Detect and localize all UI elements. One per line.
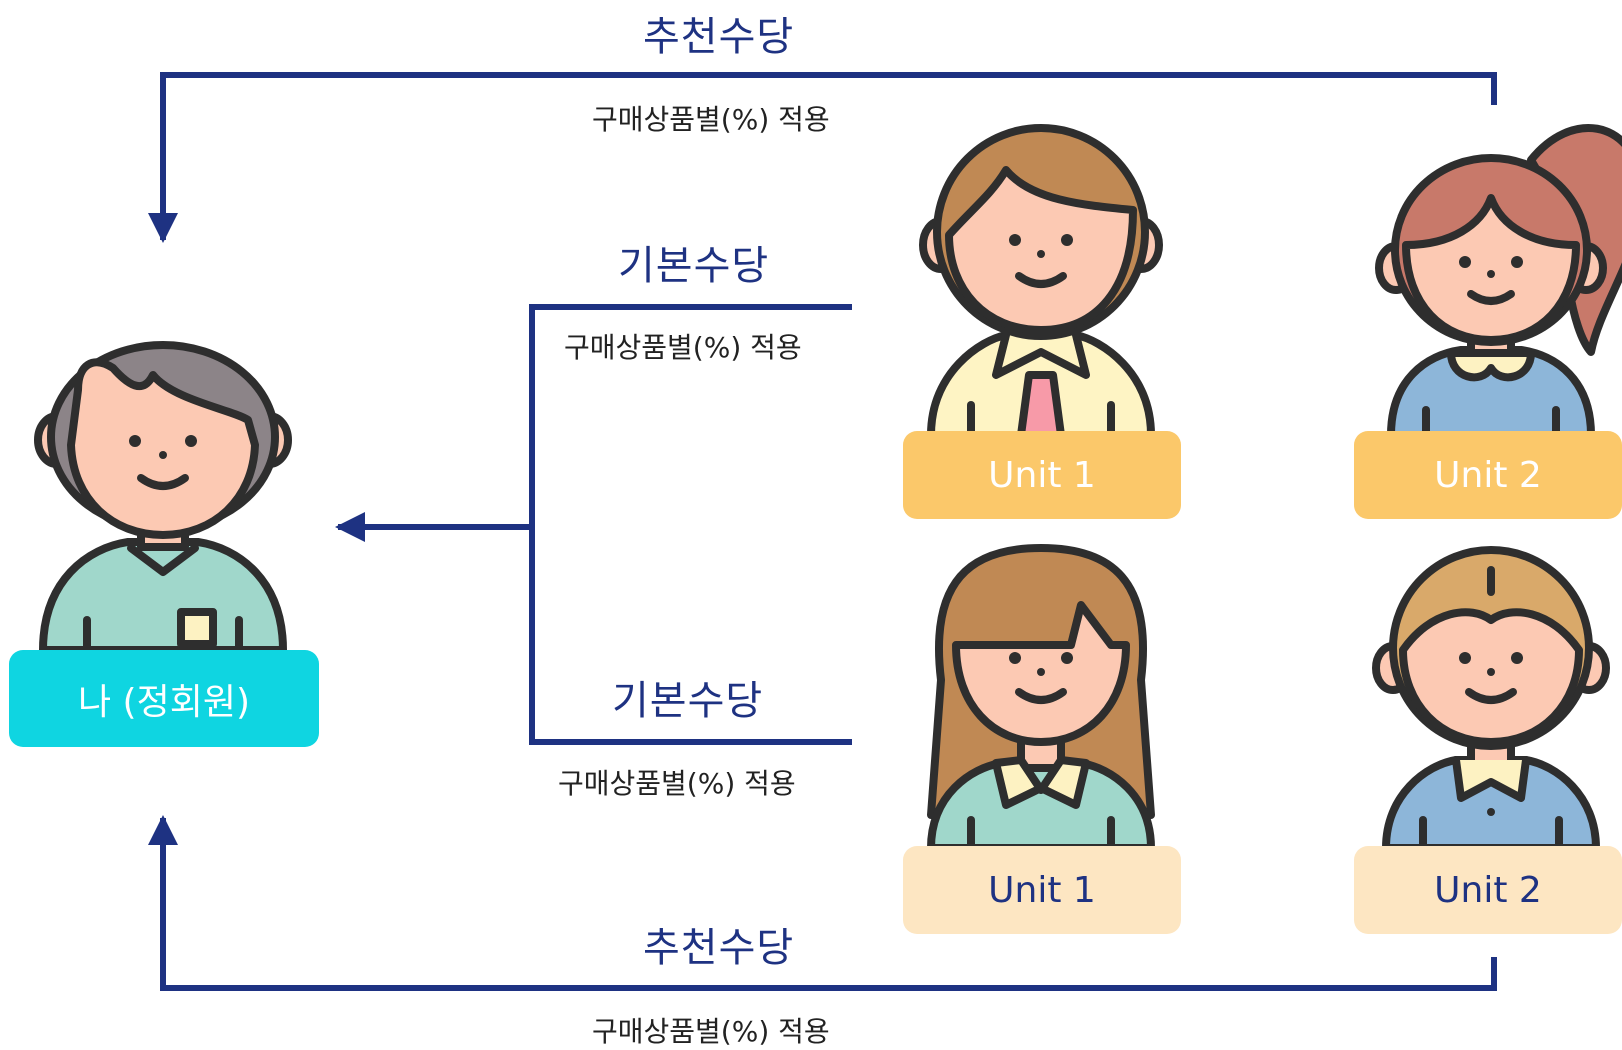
unit2-bottom-card: Unit 2 (1354, 846, 1622, 934)
girl-long-hair-avatar-icon (927, 544, 1155, 852)
referral-bottom-title: 추천수당 (643, 925, 795, 971)
unit2-top-card: Unit 2 (1354, 431, 1622, 519)
boy-tie-avatar-icon (919, 124, 1163, 439)
basic-bottom-title: 기본수당 (612, 678, 764, 724)
unit1-top-card: Unit 1 (903, 431, 1181, 519)
basic-top-note: 구매상품별(%) 적용 (564, 331, 802, 364)
referral-top-note: 구매상품별(%) 적용 (592, 103, 830, 136)
basic-bracket-connector (335, 304, 852, 745)
me-card: 나 (정회원) (9, 650, 319, 747)
unit2-top-label: Unit 2 (1434, 454, 1542, 496)
boy-gray-hair-avatar-icon (34, 341, 292, 654)
basic-bottom-note: 구매상품별(%) 적용 (558, 767, 796, 800)
girl-ponytail-avatar-icon (1375, 124, 1622, 439)
referral-top-title: 추천수당 (643, 14, 795, 60)
boy-blonde-avatar-icon (1372, 546, 1610, 852)
me-label: 나 (정회원) (77, 681, 250, 723)
unit1-bottom-card: Unit 1 (903, 846, 1181, 934)
unit1-bottom-label: Unit 1 (988, 869, 1096, 911)
unit2-bottom-label: Unit 2 (1434, 869, 1542, 911)
unit1-top-label: Unit 1 (988, 454, 1096, 496)
referral-bottom-note: 구매상품별(%) 적용 (592, 1015, 830, 1048)
referral-bottom-connector (148, 815, 1497, 991)
basic-top-title: 기본수당 (618, 243, 770, 289)
referral-top-connector (148, 72, 1497, 243)
